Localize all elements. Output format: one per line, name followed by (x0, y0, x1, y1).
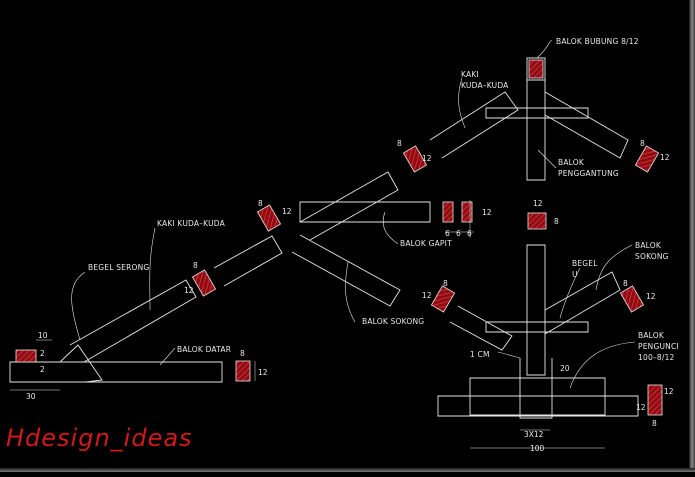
dim-20: 20 (560, 364, 570, 373)
dim-12-j: 12 (664, 387, 674, 396)
ridge-post-top (526, 57, 546, 181)
kaki-kuda-kuda-lower (69, 279, 197, 363)
dim-12-f: 12 (184, 286, 194, 295)
dim-2-a: 2 (40, 349, 45, 358)
dim-8-c: 8 (258, 199, 263, 208)
label-1cm: 1 CM (470, 350, 490, 359)
label-pengunci-3: 100–8/12 (638, 353, 675, 362)
begel-u (519, 358, 553, 419)
frame-edge-right (689, 0, 695, 472)
section-sokong-left (430, 285, 456, 313)
top-plate (485, 107, 589, 119)
label-balok-datar: BALOK DATAR (177, 345, 231, 354)
kaki-kuda-kuda-upper (299, 171, 399, 241)
balok-datar-beam (9, 361, 223, 383)
balok-sokong-right (544, 271, 621, 335)
dim-6-a: 6 (445, 229, 450, 238)
section-mid-left (256, 204, 282, 232)
section-top-left (402, 145, 428, 173)
dim-12-b: 12 (660, 153, 670, 162)
label-balok-gapit: BALOK GAPIT (400, 239, 452, 248)
dim-30: 30 (26, 392, 36, 401)
lower-plate (485, 321, 589, 333)
section-bubung (528, 59, 544, 79)
dim-8-a: 8 (397, 139, 402, 148)
label-kaki-top-1: KAKI (461, 70, 479, 79)
watermark-text: Hdesign_ideas (6, 424, 193, 452)
seat-cut (59, 344, 103, 383)
dim-12-i: 12 (258, 368, 268, 377)
dim-12-c: 12 (282, 207, 292, 216)
dim-12-k: 12 (636, 403, 646, 412)
king-post-lower (526, 244, 546, 376)
section-gapit-c (527, 212, 547, 230)
dim-8-h: 8 (240, 349, 245, 358)
label-kaki-top-2: KUDA–KUDA (461, 81, 509, 90)
kaki-kuda-kuda-top-right (544, 91, 629, 159)
label-penggantung-1: BALOK (558, 158, 585, 167)
dim-10: 10 (38, 331, 48, 340)
section-seat (15, 349, 37, 363)
dim-12-d: 12 (482, 208, 492, 217)
label-pengunci-2: PENGUNCI (638, 342, 679, 351)
balok-pengunci (469, 377, 606, 416)
label-sokong-right-2: SOKONG (635, 252, 669, 261)
dim-3x12: 3X12 (524, 430, 544, 439)
section-datar (235, 360, 251, 382)
section-sokong-right (619, 285, 645, 313)
dim-100: 100 (530, 444, 545, 453)
section-lower-left (191, 269, 217, 297)
label-kaki-left: KAKI KUDA–KUDA (157, 219, 226, 228)
dim-12-h: 12 (646, 292, 656, 301)
label-sokong-right-1: BALOK (635, 241, 662, 250)
dim-8-g: 8 (623, 279, 628, 288)
dim-8-b: 8 (640, 139, 645, 148)
label-begel-serong: BEGEL SERONG (88, 263, 149, 272)
section-gapit-b (461, 201, 473, 223)
balok-sokong-left-lower (449, 305, 513, 351)
dim-12-a: 12 (422, 154, 432, 163)
label-begel-1: BEGEL (572, 259, 598, 268)
kaki-kuda-kuda-mid (213, 235, 283, 287)
balok-gapit-left (299, 201, 431, 223)
section-top-right (634, 145, 660, 173)
dim-8-i: 8 (652, 419, 657, 428)
frame-edge-bottom (0, 468, 695, 472)
kaki-kuda-kuda-top-left (429, 91, 519, 159)
dim-12-e: 12 (533, 199, 543, 208)
balok-sokong-left (291, 234, 401, 307)
dim-8-d: 8 (193, 261, 198, 270)
label-begel-2: U (572, 270, 578, 279)
label-penggantung-2: PENGGANTUNG (558, 169, 619, 178)
dim-2-b: 2 (40, 365, 45, 374)
base-beam (437, 395, 639, 417)
dim-12-g: 12 (422, 291, 432, 300)
label-balok-bubung: BALOK BUBUNG 8/12 (556, 37, 639, 46)
section-pengunci (647, 384, 663, 416)
dim-8-e: 8 (554, 217, 559, 226)
label-sokong-left: BALOK SOKONG (362, 317, 424, 326)
dim-8-f: 8 (443, 279, 448, 288)
section-gapit-a (442, 201, 454, 223)
label-pengunci-1: BALOK (638, 331, 665, 340)
dim-6-c: 6 (467, 229, 472, 238)
dim-6-b: 6 (456, 229, 461, 238)
